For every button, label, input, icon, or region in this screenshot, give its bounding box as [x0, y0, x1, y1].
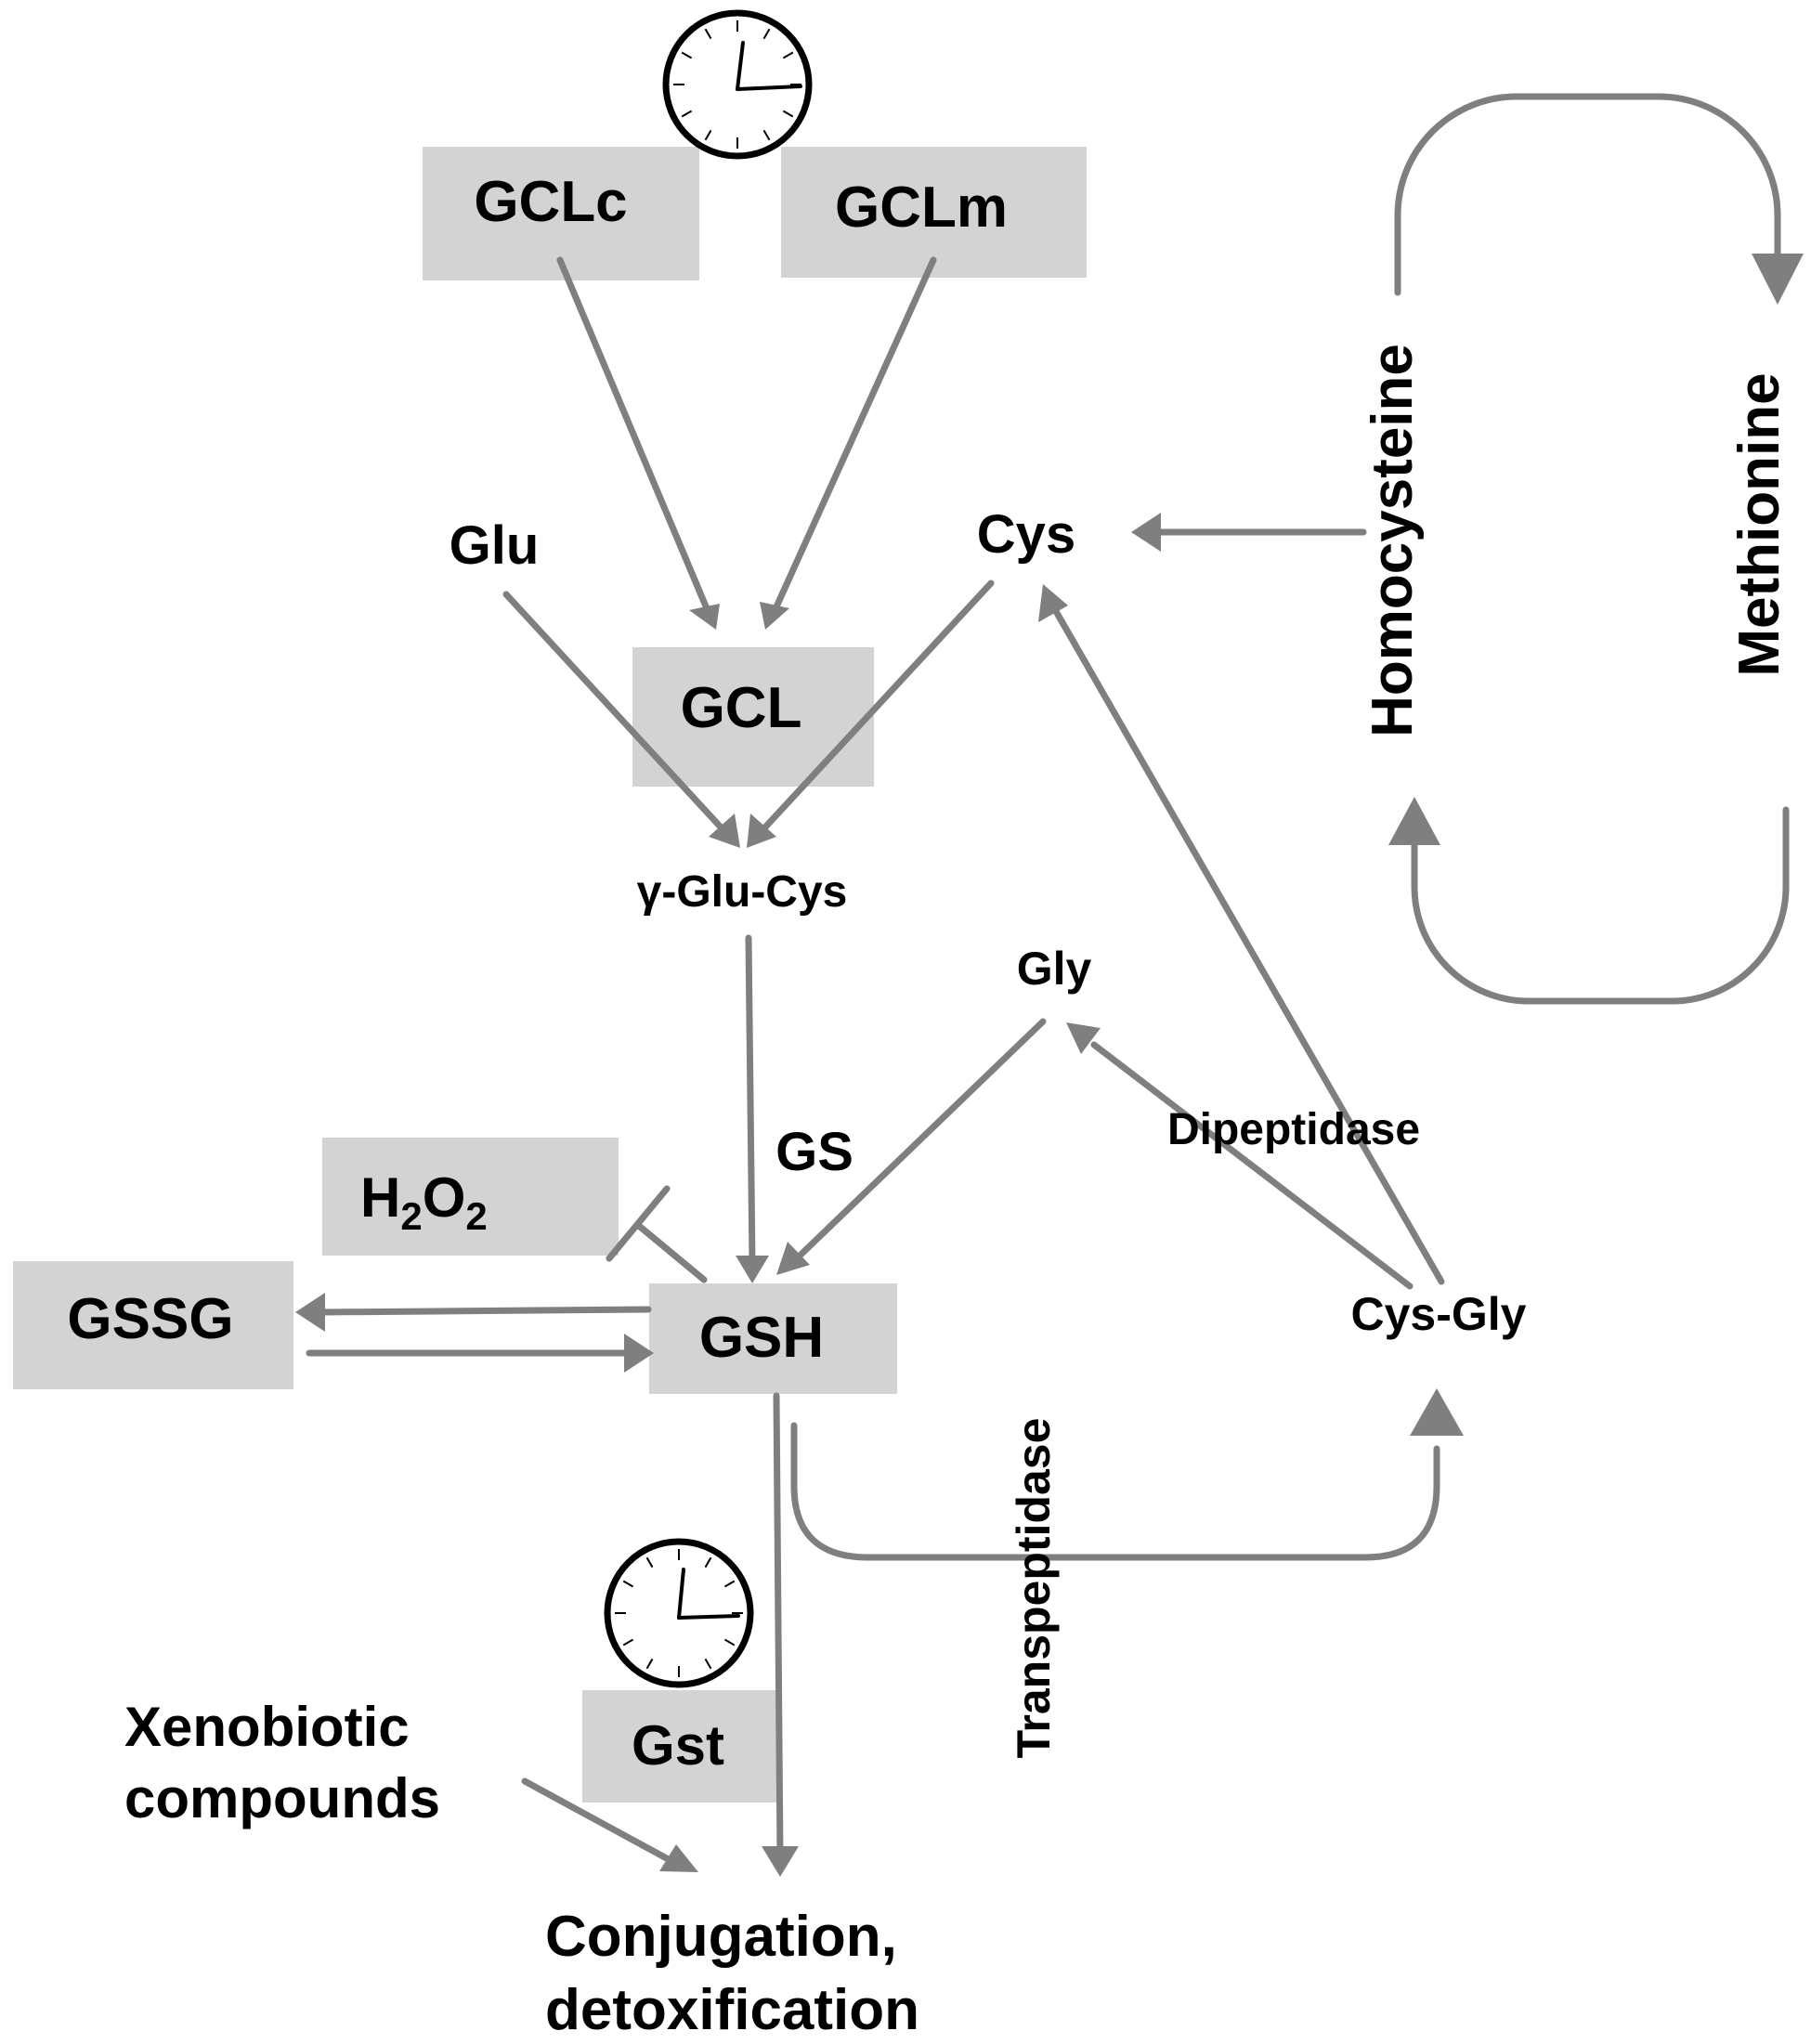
detoxification-line2: detoxification: [545, 1978, 919, 2042]
gst-box: [582, 1690, 782, 1803]
transpeptidase-label: Transpeptidase: [1008, 1418, 1060, 1759]
arrow-gsh-to-cys-gly: [790, 1422, 1440, 1561]
h2o2-h: H: [360, 1166, 400, 1229]
clock-icon: [662, 9, 813, 160]
arrow-gly-to-gsh: [790, 1018, 1047, 1265]
cys-gly-label: Cys-Gly: [1351, 1288, 1527, 1340]
gcl-label: GCL: [681, 676, 802, 740]
clock-icon: [604, 1538, 754, 1688]
arrow-gclm-to-gcl: [770, 256, 937, 617]
gclc-label: GCLc: [474, 170, 627, 234]
gcl-box: [632, 647, 874, 787]
arrowhead: [1388, 797, 1440, 845]
homocysteine-label: Homocysteine: [1361, 344, 1425, 737]
arrowhead: [1066, 1022, 1101, 1054]
arrow-gclc-to-gcl: [556, 256, 712, 617]
dipeptidase-label: Dipeptidase: [1167, 1105, 1420, 1154]
inhibition-h2o2-to-gsh: [635, 1222, 708, 1283]
arrow-methionine-to-homocysteine: [1411, 806, 1790, 1005]
arrow-gsh-to-gssg: [317, 1306, 652, 1316]
arrow-cys-to-gamma-glu-cys: [758, 579, 995, 835]
gsh-box: [649, 1283, 897, 1394]
arrowhead: [762, 1846, 799, 1877]
arrow-homocysteine-to-methionine: [1394, 93, 1781, 296]
gs-label: GS: [775, 1122, 853, 1182]
inhibition-bar: [606, 1185, 671, 1262]
h2o2-subscript-2: 2: [465, 1194, 487, 1238]
arrowhead: [295, 1293, 325, 1332]
arrowhead: [1038, 584, 1068, 622]
arrow-cys-gly-to-gly: [1090, 1041, 1414, 1290]
gclm-box: [781, 147, 1087, 278]
arrowhead: [1131, 513, 1161, 552]
gsh-label: GSH: [699, 1306, 824, 1370]
arrowheads: [295, 254, 1804, 1877]
arrow-xenobiotic-to-conjugation: [521, 1777, 677, 1866]
conjugation-line1: Conjugation,: [545, 1905, 897, 1969]
arrowhead: [1410, 1388, 1464, 1436]
arrowhead: [760, 602, 789, 630]
arrowhead: [689, 604, 720, 630]
arrowhead: [747, 814, 776, 848]
glu-label: Glu: [449, 515, 540, 576]
xenobiotic-compounds-line1: Xenobiotic: [124, 1696, 410, 1758]
h2o2-box: [322, 1138, 619, 1256]
gst-label: Gst: [632, 1714, 724, 1777]
gssg-box: [13, 1261, 293, 1389]
arrow-cys-gly-to-cys: [1053, 609, 1445, 1285]
arrowhead: [736, 1256, 769, 1283]
h2o2-o: O: [423, 1166, 466, 1229]
h2o2-label: H2O2: [360, 1166, 488, 1238]
arrow-gsh-to-conjugation: [773, 1392, 784, 1861]
cys-label: Cys: [977, 504, 1075, 565]
gamma-glu-cys-label: γ-Glu-Cys: [637, 867, 848, 917]
gclm-label: GCLm: [835, 176, 1008, 240]
arrowhead: [776, 1242, 810, 1275]
gssg-label: GSSG: [67, 1287, 233, 1351]
arrowhead: [709, 814, 740, 848]
arrowhead: [624, 1334, 654, 1373]
arrowhead: [1752, 254, 1804, 305]
gly-label: Gly: [1017, 943, 1092, 995]
arrow-glu-to-gamma-glu-cys: [502, 591, 728, 835]
arrowhead: [659, 1844, 698, 1872]
xenobiotic-compounds-line2: compounds: [124, 1767, 440, 1829]
arrow-gamma-glu-cys-to-gsh: [745, 934, 756, 1267]
methionine-label: Methionine: [1727, 372, 1791, 676]
h2o2-subscript-1: 2: [400, 1194, 422, 1238]
arrows: [306, 93, 1790, 1866]
